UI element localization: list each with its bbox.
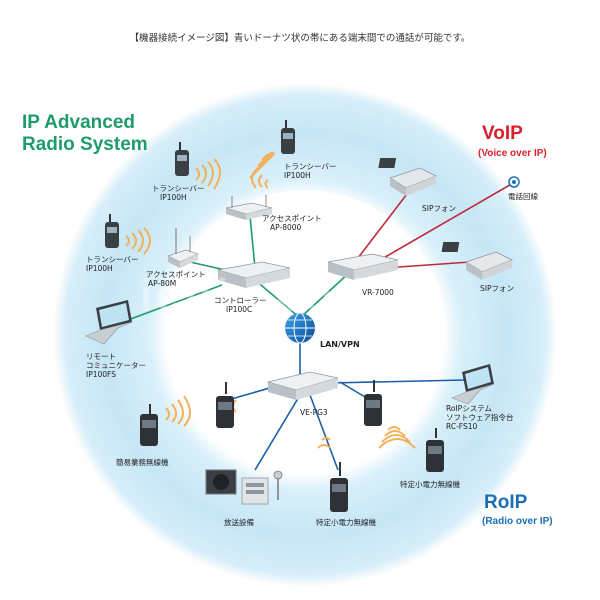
access-point-ap8000-icon xyxy=(225,195,273,220)
ip-system-title-line1: IP Advanced xyxy=(22,112,135,133)
label-line: リモート xyxy=(86,352,116,361)
label-line: コントローラー xyxy=(214,296,267,305)
voip-connection-lines xyxy=(357,181,516,269)
sip-phone-top-icon xyxy=(378,158,437,196)
voip-title: VoIP xyxy=(482,123,523,144)
access-point-ap80m-icon xyxy=(167,228,199,268)
phone-line-icon xyxy=(508,176,520,188)
label-business-radio: 簡易業務無線機 xyxy=(116,458,169,467)
label-sip-phone-2: SIPフォン xyxy=(480,284,514,293)
label-line: IP100H xyxy=(284,171,311,180)
transceiver-ip100h-top-icon xyxy=(175,142,189,176)
label-line: トランシーバー xyxy=(284,162,337,171)
label-line: IP100H xyxy=(160,193,187,202)
wireless-waves xyxy=(125,151,416,449)
label-line: AP-80M xyxy=(148,279,177,288)
diagram-caption: 【機器接続イメージ図】青いドーナツ状の帯にある端末間での通話が可能です。 xyxy=(129,33,471,44)
label-line: RoIPシステム xyxy=(446,404,492,413)
label-line: RC-FS10 xyxy=(446,422,478,431)
label-specified-radio-right: 特定小電力無線機 xyxy=(400,480,460,489)
label-ap80m: アクセスポイント AP-80M xyxy=(146,270,206,288)
label-line: IP100H xyxy=(86,264,113,273)
specified-radio-right-icon xyxy=(426,428,444,472)
label-transceiver-right: トランシーバー IP100H xyxy=(284,162,336,180)
roip-subtitle: (Radio over IP) xyxy=(482,516,553,527)
sip-phone-bottom-icon xyxy=(441,242,513,280)
ip-connection-lines xyxy=(127,215,351,321)
label-line: アクセスポイント xyxy=(146,270,206,279)
label-broadcast: 放送設備 xyxy=(224,518,254,527)
voip-subtitle: (Voice over IP) xyxy=(478,148,547,159)
laptop-rcfs10-icon xyxy=(451,364,495,405)
lan-vpn-label: LAN/VPN xyxy=(320,340,360,349)
label-phone-line: 電話回線 xyxy=(508,192,538,201)
label-vr7000: VR-7000 xyxy=(362,288,394,297)
lan-globe-icon xyxy=(285,312,315,344)
label-specified-radio-bottom: 特定小電力無線機 xyxy=(316,518,376,527)
label-line: アクセスポイント xyxy=(262,214,322,223)
label-ap8000: アクセスポイント AP-8000 xyxy=(262,214,322,232)
label-transceiver-top: トランシーバー IP100H xyxy=(152,184,204,202)
label-line: コミュニケーター xyxy=(86,361,146,370)
vepg3-device-icon xyxy=(266,371,339,400)
business-radio-center-icon xyxy=(216,382,234,428)
specified-radio-bottom-icon xyxy=(330,462,348,512)
transceiver-ip100h-right-icon xyxy=(281,120,295,154)
label-line: IP100C xyxy=(226,305,253,314)
label-line: トランシーバー xyxy=(152,184,205,193)
label-vepg3: VE-PG3 xyxy=(300,408,328,417)
label-line: IP100FS xyxy=(86,370,116,379)
vr7000-device-icon xyxy=(327,253,399,280)
controller-device-icon xyxy=(217,261,291,288)
business-radio-left-icon xyxy=(140,404,158,446)
label-remote-communicator: リモート コミュニケーター IP100FS xyxy=(86,352,146,379)
label-line: AP-8000 xyxy=(270,223,302,232)
label-line: ソフトウェア指令台 xyxy=(446,413,514,422)
ip-system-title: IP Advanced Radio System xyxy=(22,112,148,156)
watermark: icnix.co.jp xyxy=(140,269,398,321)
ip-system-title-line2: Radio System xyxy=(22,134,148,155)
label-controller: コントローラー IP100C xyxy=(214,296,267,314)
business-radio-right-icon xyxy=(364,380,382,426)
label-roip-software: RoIPシステム ソフトウェア指令台 RC-FS10 xyxy=(446,404,514,431)
laptop-ip100fs-icon xyxy=(85,300,133,345)
label-transceiver-left: トランシーバー IP100H xyxy=(86,255,138,273)
label-sip-phone-1: SIPフォン xyxy=(422,204,456,213)
transceiver-ip100h-left-icon xyxy=(105,214,119,248)
roip-title: RoIP xyxy=(484,492,528,513)
broadcast-equipment-icon xyxy=(205,469,283,505)
label-line: トランシーバー xyxy=(86,255,139,264)
